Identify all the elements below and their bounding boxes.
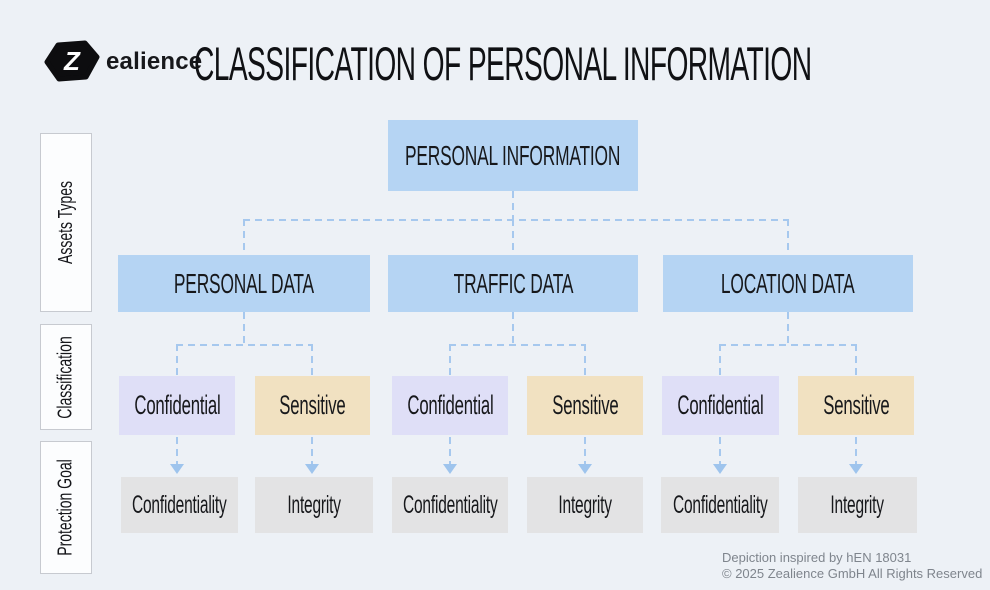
node-personal-information: PERSONAL INFORMATION [388, 120, 638, 191]
node-personal-sensitive: Sensitive [255, 376, 370, 435]
connector-g1-drop-confidential [176, 344, 178, 377]
brand-name: ealience [106, 47, 203, 75]
connector-g2-stem [512, 312, 514, 345]
connector-g2-rail [449, 344, 586, 346]
connector-g3-drop-sensitive [855, 344, 857, 377]
connector-g2-drop-confidential [449, 344, 451, 377]
connector-drop-traffic-data [512, 219, 514, 256]
connector-root-stem [512, 191, 514, 220]
connector-g3-stem [787, 312, 789, 345]
footer-credits: Depiction inspired by hEN 18031 © 2025 Z… [722, 550, 982, 582]
node-traffic-integrity-goal: Integrity [527, 477, 643, 533]
arrow-down-icon [443, 437, 457, 477]
node-traffic-confidential: Confidential [392, 376, 508, 435]
node-traffic-confidentiality-goal: Confidentiality [392, 477, 508, 533]
arrow-down-icon [713, 437, 727, 477]
node-personal-data: PERSONAL DATA [118, 255, 370, 312]
node-location-sensitive: Sensitive [798, 376, 914, 435]
connector-drop-personal-data [243, 219, 245, 256]
node-location-confidential: Confidential [662, 376, 779, 435]
node-personal-confidentiality-goal: Confidentiality [121, 477, 238, 533]
logo-letter: Z [63, 46, 81, 76]
arrow-down-icon [849, 437, 863, 477]
node-location-confidentiality-goal: Confidentiality [661, 477, 779, 533]
footer-copyright-line: © 2025 Zealience GmbH All Rights Reserve… [722, 566, 983, 581]
row-label-classification: Classification [40, 324, 92, 430]
node-traffic-data: TRAFFIC DATA [388, 255, 638, 312]
connector-g1-rail [176, 344, 313, 346]
connector-g1-drop-sensitive [311, 344, 313, 377]
connector-g1-stem [243, 312, 245, 345]
arrow-down-icon [170, 437, 184, 477]
node-personal-confidential: Confidential [119, 376, 235, 435]
arrow-down-icon [305, 437, 319, 477]
connector-g2-drop-sensitive [584, 344, 586, 377]
zealience-logo: Z ealience [44, 40, 202, 83]
connector-g3-drop-confidential [719, 344, 721, 377]
node-personal-integrity-goal: Integrity [255, 477, 373, 533]
row-label-assets-types: Assets Types [40, 133, 92, 312]
connector-g3-rail [719, 344, 857, 346]
connector-root-rail [243, 219, 789, 221]
node-location-data: LOCATION DATA [663, 255, 913, 312]
row-label-protection-goal: Protection Goal [40, 441, 92, 574]
node-traffic-sensitive: Sensitive [527, 376, 643, 435]
footer-credit-line: Depiction inspired by hEN 18031 [722, 550, 912, 565]
logo-hexagon-icon: Z [44, 40, 100, 82]
node-location-integrity-goal: Integrity [798, 477, 917, 533]
arrow-down-icon [578, 437, 592, 477]
page-title: CLASSIFICATION OF PERSONAL INFORMATION [194, 37, 812, 90]
connector-drop-location-data [787, 219, 789, 256]
